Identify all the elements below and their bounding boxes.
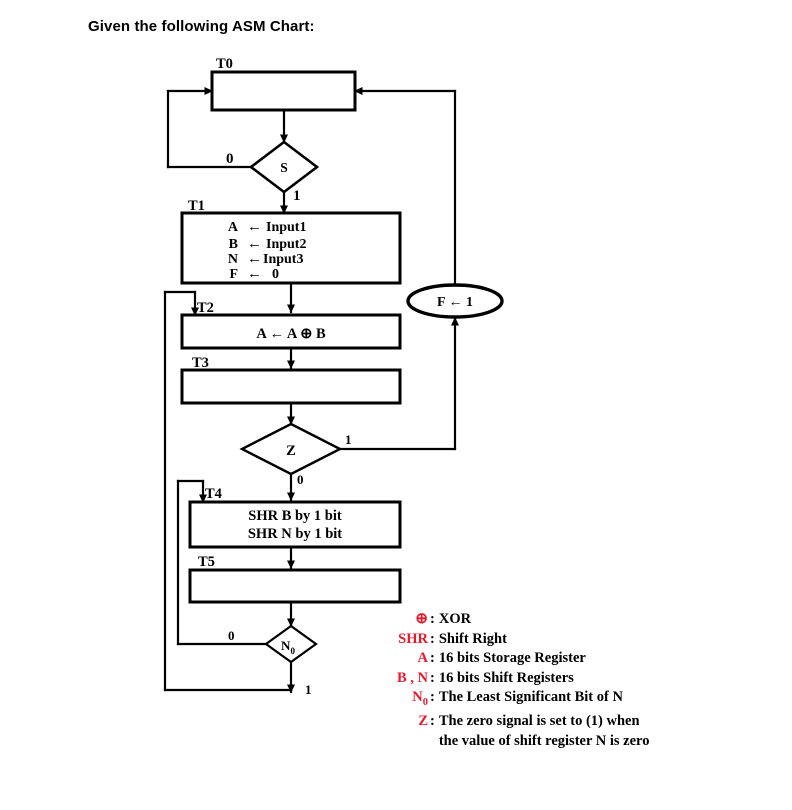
legend-symbol-z: Z — [418, 713, 428, 730]
state-box-t0 — [210, 70, 357, 112]
svg-text:←: ← — [247, 251, 262, 267]
svg-text:B: B — [229, 237, 238, 252]
state-box-t1 — [180, 211, 402, 285]
legend-definition-bn: 16 bits Shift Registers — [438, 669, 574, 686]
legend-symbol-bn: B , N — [396, 669, 428, 686]
svg-text:←: ← — [247, 219, 262, 235]
legend-colon: : — [430, 650, 435, 666]
legend-symbol-xor: ⊕ — [415, 611, 428, 627]
svg-text:Input2: Input2 — [266, 237, 306, 252]
state-box-t1-content: A ← Input1 B ← Input2 N ← Input3 F ← 0 — [228, 219, 307, 282]
state-label-t4: T4 — [205, 486, 222, 502]
conditional-output-text-f1: F ← 1 — [437, 295, 473, 310]
legend-colon: : — [430, 669, 435, 686]
legend-definition-n0: The Least Significant Bit of N — [438, 689, 623, 705]
legend-definition-z: The zero signal is set to (1) when the v… — [438, 713, 650, 749]
branch-label-z-true: 1 — [345, 432, 352, 447]
state-box-t2-content: A ← A ⊕ B — [256, 326, 326, 342]
legend: ⊕ : XOR SHR : Shift Right A : 16 bits St… — [352, 610, 652, 751]
legend-symbol-shr: SHR — [398, 630, 428, 647]
branch-label-n0-true: 1 — [305, 682, 312, 697]
svg-text:0: 0 — [272, 267, 279, 282]
state-label-t1: T1 — [188, 198, 205, 214]
state-box-t4 — [188, 500, 402, 549]
branch-label-s-false: 0 — [226, 151, 234, 167]
legend-item-a: A : 16 bits Storage Register — [352, 649, 652, 669]
legend-item-shr: SHR : Shift Right — [352, 630, 652, 650]
branch-label-z-false: 0 — [297, 472, 304, 487]
decision-diamond-n0 — [264, 624, 318, 664]
svg-text:←: ← — [247, 236, 262, 252]
legend-definition-a: 16 bits Storage Register — [438, 650, 586, 666]
page-title: Given the following ASM Chart: — [88, 18, 315, 35]
state-box-t4-line2: SHR N by 1 bit — [248, 526, 342, 542]
legend-definition-xor: XOR — [438, 611, 472, 627]
legend-symbol-a: A — [417, 650, 428, 666]
branch-label-n0-false: 0 — [228, 628, 235, 643]
branch-label-s-true: 1 — [293, 188, 301, 204]
state-box-t4-line1: SHR B by 1 bit — [248, 508, 342, 524]
legend-colon: : — [430, 713, 435, 730]
legend-definition-shr: Shift Right — [438, 630, 507, 647]
svg-text:Input3: Input3 — [263, 252, 303, 267]
state-label-t2: T2 — [197, 300, 214, 316]
state-label-t3: T3 — [192, 355, 209, 371]
legend-item-n0: N0 : The Least Significant Bit of N — [352, 688, 652, 712]
state-box-t3 — [180, 368, 402, 405]
state-label-t5: T5 — [198, 554, 215, 570]
legend-colon: : — [430, 630, 435, 647]
legend-colon: : — [430, 611, 435, 627]
decision-label-n0: N0 — [281, 638, 295, 656]
legend-item-z: Z : The zero signal is set to (1) when t… — [352, 712, 652, 751]
svg-text:←: ← — [247, 266, 262, 282]
legend-item-bn: B , N : 16 bits Shift Registers — [352, 669, 652, 689]
svg-text:N: N — [228, 252, 238, 267]
state-box-t5 — [188, 568, 402, 604]
conditional-output-oval-f1 — [406, 283, 504, 319]
legend-symbol-n0: N0 — [412, 689, 428, 708]
svg-text:Input1: Input1 — [266, 220, 306, 235]
svg-text:A: A — [228, 220, 239, 235]
legend-colon: : — [430, 689, 435, 705]
legend-item-xor: ⊕ : XOR — [352, 610, 652, 630]
decision-label-z: Z — [286, 443, 296, 459]
state-label-t0: T0 — [216, 56, 233, 72]
decision-label-s: S — [280, 160, 288, 175]
svg-text:F: F — [229, 267, 238, 282]
